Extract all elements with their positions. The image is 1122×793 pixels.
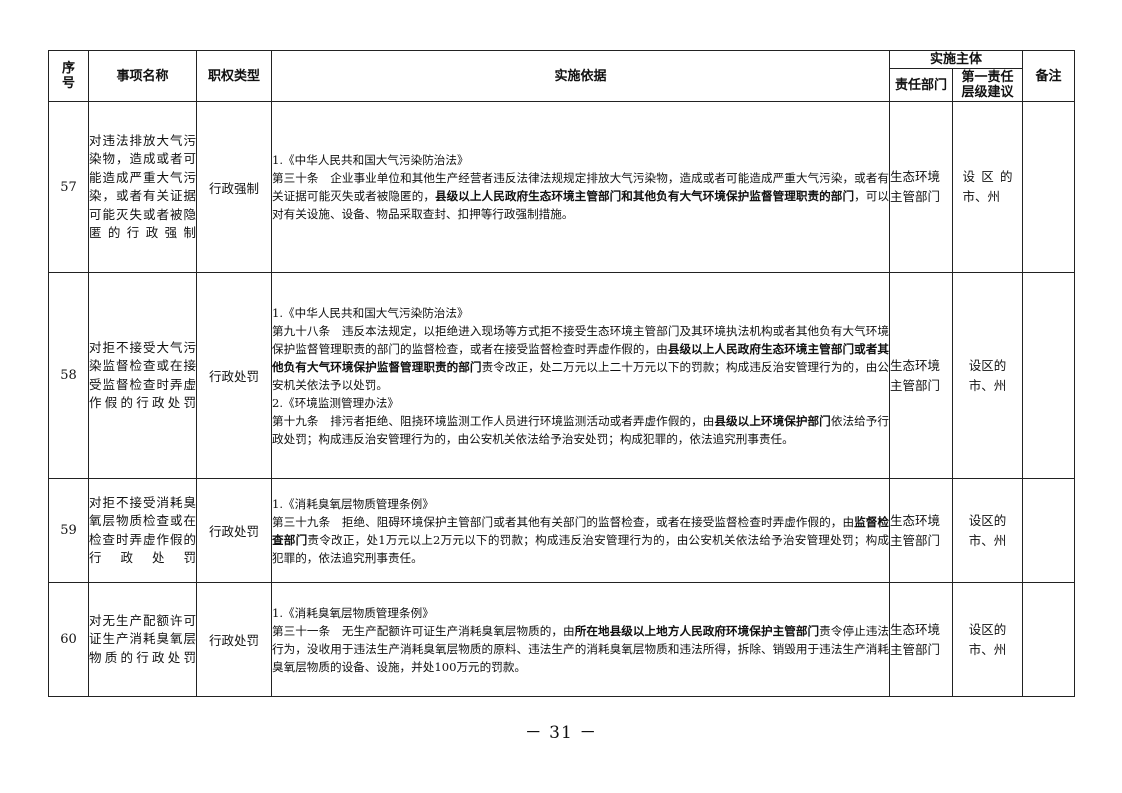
article-text: 第十九条 排污者拒绝、阻挠环境监测工作人员进行环境监测活动或者弄虚作假的，由 <box>272 413 715 428</box>
responsible-authority: 县级以上环境保护部门 <box>714 413 831 428</box>
level-text: 设区的市、州 <box>962 169 1013 204</box>
basis-law-title: 1.《消耗臭氧层物质管理条例》 <box>272 605 434 620</box>
row-item-name: 对拒不接受消耗臭氧层物质检查或在检查时弄虚作假的行政处罚 <box>88 478 197 583</box>
row-responsible-dept: 生态环境主管部门 <box>889 272 953 479</box>
level-text: 设区的市、州 <box>968 512 1007 548</box>
basis-article: 第九十八条 违反本法规定，以拒绝进入现场等方式拒不接受生态环境主管部门及其环境执… <box>272 322 889 394</box>
row-authority-type: 行政处罚 <box>196 272 272 479</box>
header-type: 职权类型 <box>196 50 272 102</box>
basis-article: 第三十九条 拒绝、阻碍环境保护主管部门或者其他有关部门的监督检查，或者在接受监督… <box>272 513 889 567</box>
header-basis: 实施依据 <box>271 50 890 102</box>
article-text: 责令改正，处1万元以上2万元以下的罚款；构成违反治安管理行为的，由公安机关依法给… <box>272 532 889 565</box>
basis-law-title: 1.《消耗臭氧层物质管理条例》 <box>272 496 434 511</box>
basis-law-title: 1.《中华人民共和国大气污染防治法》 <box>272 153 469 167</box>
article-text: 第三十条 企业事业单位和其他生产经营者违反法律法规规定排放大气污染物，造成或者可… <box>272 171 889 203</box>
authority-table: 序号 事项名称 职权类型 实施依据 实施主体 备注 责任部门 第一责任层级建议 … <box>48 50 1076 697</box>
header-subject: 实施主体 <box>888 50 1024 69</box>
row-level: 设区的市、州 <box>951 101 1024 273</box>
row-item-name: 对拒不接受大气污染监督检查或在接受监督检查时弄虚作假的行政处罚 <box>88 272 197 479</box>
row-remark <box>1022 272 1076 479</box>
basis-article: 第三十一条 无生产配额许可证生产消耗臭氧层物质的，由所在地县级以上地方人民政府环… <box>272 622 889 676</box>
basis-law-title: 1.《中华人民共和国大气污染防治法》 <box>272 305 469 320</box>
row-basis: 1.《中华人民共和国大气污染防治法》第三十条 企业事业单位和其他生产经营者违反法… <box>271 101 890 273</box>
page-number: － 31 － <box>524 723 598 743</box>
article-text: 第三十九条 拒绝、阻碍环境保护主管部门或者其他有关部门的监督检查，或者在接受监督… <box>272 514 855 529</box>
row-level: 设区的市、州 <box>951 272 1024 479</box>
row-level: 设区的市、州 <box>951 478 1024 583</box>
row-responsible-dept: 生态环境主管部门 <box>889 478 953 583</box>
row-responsible-dept: 生态环境主管部门 <box>889 582 953 697</box>
responsible-authority: 县级以上人民政府生态环境主管部门或者其他负有大气环境保护监督管理职责的部门 <box>272 341 889 374</box>
row-level: 设区的市、州 <box>951 582 1024 697</box>
row-seq: 60 <box>48 582 89 697</box>
row-responsible-dept: 生态环境主管部门 <box>889 101 953 273</box>
basis-article: 第十九条 排污者拒绝、阻挠环境监测工作人员进行环境监测活动或者弄虚作假的，由县级… <box>272 412 889 448</box>
responsible-authority: 县级以上人民政府生态环境主管部门和其他负有大气环境保护监督管理职责的部门 <box>434 189 855 203</box>
article-text: 第三十一条 无生产配额许可证生产消耗臭氧层物质的，由 <box>272 623 575 638</box>
row-authority-type: 行政处罚 <box>196 478 272 583</box>
header-name: 事项名称 <box>88 50 197 102</box>
level-text: 设区的市、州 <box>968 621 1007 657</box>
row-authority-type: 行政强制 <box>196 101 272 273</box>
row-basis: 1.《消耗臭氧层物质管理条例》第三十一条 无生产配额许可证生产消耗臭氧层物质的，… <box>271 582 890 697</box>
row-remark <box>1022 478 1076 583</box>
row-basis: 1.《消耗臭氧层物质管理条例》第三十九条 拒绝、阻碍环境保护主管部门或者其他有关… <box>271 478 890 583</box>
header-level: 第一责任层级建议 <box>951 68 1024 102</box>
header-remark: 备注 <box>1022 50 1076 102</box>
row-item-name: 对无生产配额许可证生产消耗臭氧层物质的行政处罚 <box>88 582 197 697</box>
row-seq: 57 <box>48 101 89 273</box>
article-text: 第九十八条 违反本法规定，以拒绝进入现场等方式拒不接受生态环境主管部门及其环境执… <box>272 323 889 356</box>
header-dept: 责任部门 <box>889 68 953 102</box>
header-seq: 序号 <box>48 50 89 102</box>
row-basis: 1.《中华人民共和国大气污染防治法》第九十八条 违反本法规定，以拒绝进入现场等方… <box>271 272 890 479</box>
basis-article: 第三十条 企业事业单位和其他生产经营者违反法律法规规定排放大气污染物，造成或者可… <box>272 169 889 223</box>
article-text: 依法给予行政处罚；构成违反治安管理行为的，由公安机关依法给予治安处罚；构成犯罪的… <box>272 413 889 446</box>
responsible-authority: 所在地县级以上地方人民政府环境保护主管部门 <box>574 623 820 638</box>
row-remark <box>1022 101 1076 273</box>
level-text: 设区的市、州 <box>968 357 1007 393</box>
basis-law-title: 2.《环境监测管理办法》 <box>272 395 399 410</box>
article-text: 责令改正，处二万元以上二十万元以下的罚款；构成违反治安管理行为的，由公安机关依法… <box>272 359 889 392</box>
row-item-name: 对违法排放大气污染物，造成或者可能造成严重大气污染，或者有关证据可能灭失或者被隐… <box>88 101 197 273</box>
row-remark <box>1022 582 1076 697</box>
article-text: 责令停止违法行为，没收用于违法生产消耗臭氧层物质的原料、违法生产的消耗臭氧层物质… <box>272 623 889 674</box>
row-seq: 59 <box>48 478 89 583</box>
article-text: ，可以对有关设施、设备、物品采取查封、扣押等行政强制措施。 <box>272 189 889 221</box>
row-authority-type: 行政处罚 <box>196 582 272 697</box>
responsible-authority: 监督检查部门 <box>272 514 889 547</box>
row-seq: 58 <box>48 272 89 479</box>
